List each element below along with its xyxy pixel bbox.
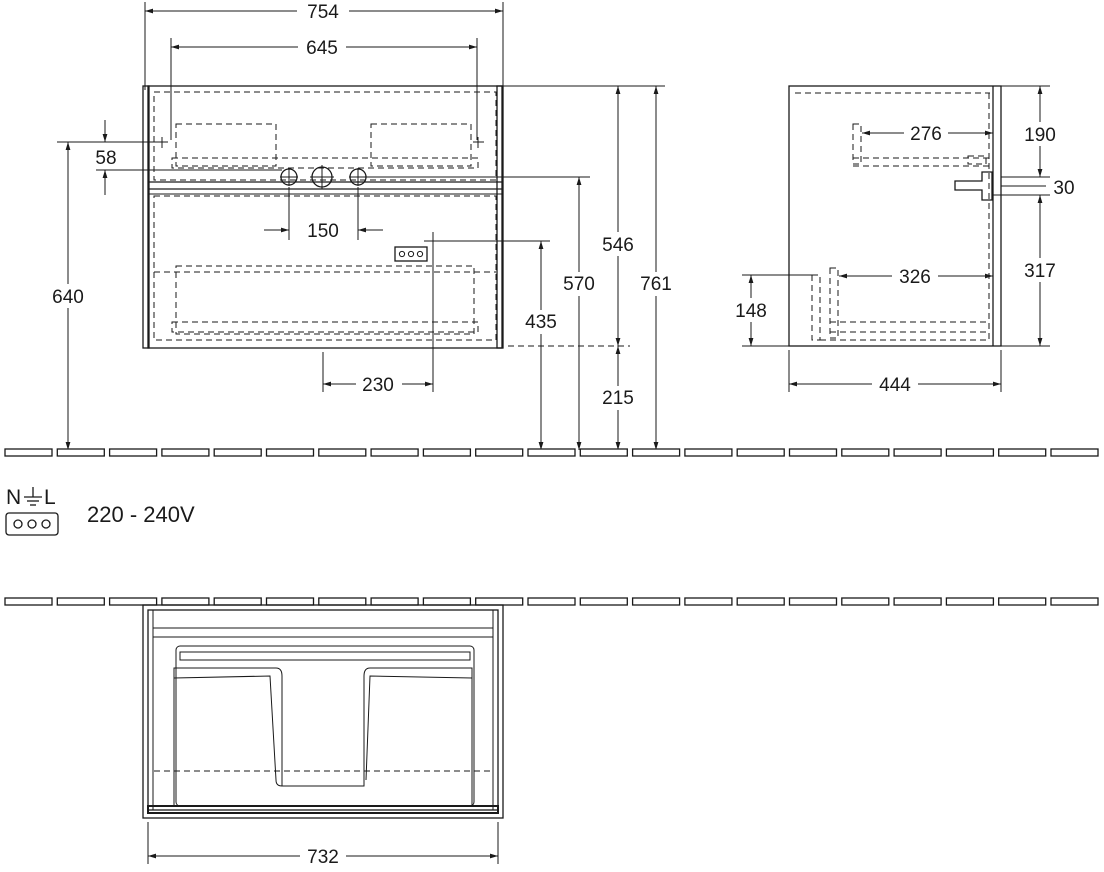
- wall-line-lower: [4, 597, 1099, 606]
- dim-150: 150: [307, 221, 339, 242]
- front-left-panel: [142, 85, 150, 349]
- floor-segment: [1050, 597, 1099, 606]
- side-view: [788, 85, 1002, 347]
- earth-icon: [24, 487, 42, 506]
- floor-segment: [213, 597, 262, 606]
- floor-segment: [108, 448, 158, 457]
- floor-segment: [631, 448, 681, 457]
- floor-segment: [945, 597, 995, 606]
- floor-segment: [265, 597, 315, 606]
- floor-segment: [736, 597, 785, 606]
- floor-segment: [579, 597, 628, 606]
- floor-segment: [945, 448, 995, 457]
- floor-segment: [370, 448, 419, 457]
- side-pipe-outlet: [954, 171, 993, 201]
- floor-segment: [788, 448, 838, 457]
- floor-segment: [998, 448, 1047, 457]
- dim-435: 435: [525, 312, 557, 333]
- dim-761: 761: [640, 274, 672, 295]
- floor-segment: [422, 448, 472, 457]
- electrical-connection: N L 220 - 240V: [5, 486, 195, 536]
- floor-segment: [684, 597, 733, 606]
- front-dimension-lines: 754 645 58 640 150 230 435: [44, 0, 677, 450]
- floor-segment: [213, 448, 262, 457]
- front-right-panel: [496, 85, 504, 349]
- dim-148: 148: [735, 301, 767, 322]
- floor-segment: [475, 597, 524, 606]
- floor-segment: [265, 448, 315, 457]
- floor-segment: [108, 597, 158, 606]
- floor-segment: [4, 597, 53, 606]
- dim-640: 640: [52, 287, 84, 308]
- floor-segment: [893, 597, 942, 606]
- dim-570: 570: [563, 274, 595, 295]
- dim-230: 230: [362, 375, 394, 396]
- dim-317: 317: [1024, 261, 1056, 282]
- front-view: [142, 85, 504, 349]
- plan-view: [142, 604, 504, 819]
- floor-segment: [475, 448, 524, 457]
- dim-326: 326: [899, 267, 931, 288]
- front-upper-drawer-hidden: [153, 91, 497, 181]
- dim-645: 645: [306, 38, 338, 59]
- dim-444: 444: [879, 375, 911, 396]
- floor-segment: [4, 448, 53, 457]
- floor-segment: [422, 597, 472, 606]
- floor-segment: [736, 448, 785, 457]
- floor-segment: [893, 448, 942, 457]
- floor-segment: [841, 597, 890, 606]
- floor-segment: [788, 597, 838, 606]
- dim-190: 190: [1024, 125, 1056, 146]
- floor-segment: [161, 597, 210, 606]
- plan-dimension-lines: 732: [147, 822, 499, 868]
- floor-segment: [684, 448, 733, 457]
- dim-215: 215: [602, 388, 634, 409]
- side-dimension-lines: 276 190 30 317 326 148 444: [730, 85, 1075, 396]
- plan-cabinet-outline: [142, 604, 504, 819]
- floor-segment: [1050, 448, 1099, 457]
- floor-segment: [318, 597, 367, 606]
- floor-segment: [841, 448, 890, 457]
- floor-segment: [527, 448, 576, 457]
- floor-segment: [370, 597, 419, 606]
- floor-line-upper: [4, 448, 1099, 457]
- dim-546: 546: [602, 235, 634, 256]
- terminal-block-icon: [5, 512, 59, 536]
- floor-segment: [318, 448, 367, 457]
- front-cabinet-outline: [147, 85, 503, 349]
- dim-276: 276: [910, 124, 942, 145]
- floor-segment: [56, 597, 105, 606]
- floor-segment: [998, 597, 1047, 606]
- terminal-l-label: L: [44, 486, 56, 509]
- floor-segment: [56, 448, 105, 457]
- floor-segment: [527, 597, 576, 606]
- floor-segment: [631, 597, 681, 606]
- dim-754: 754: [307, 2, 339, 23]
- floor-segment: [579, 448, 628, 457]
- front-lower-drawer-hidden: [153, 195, 497, 341]
- terminal-n-label: N: [6, 486, 21, 509]
- voltage-label: 220 - 240V: [87, 502, 195, 527]
- dim-30: 30: [1053, 178, 1074, 199]
- dim-732: 732: [307, 847, 339, 868]
- tap-hole-symbols: [280, 165, 367, 189]
- dim-58: 58: [95, 148, 116, 169]
- floor-segment: [161, 448, 210, 457]
- socket-symbol: [394, 232, 442, 262]
- side-cabinet-outline: [788, 85, 1002, 347]
